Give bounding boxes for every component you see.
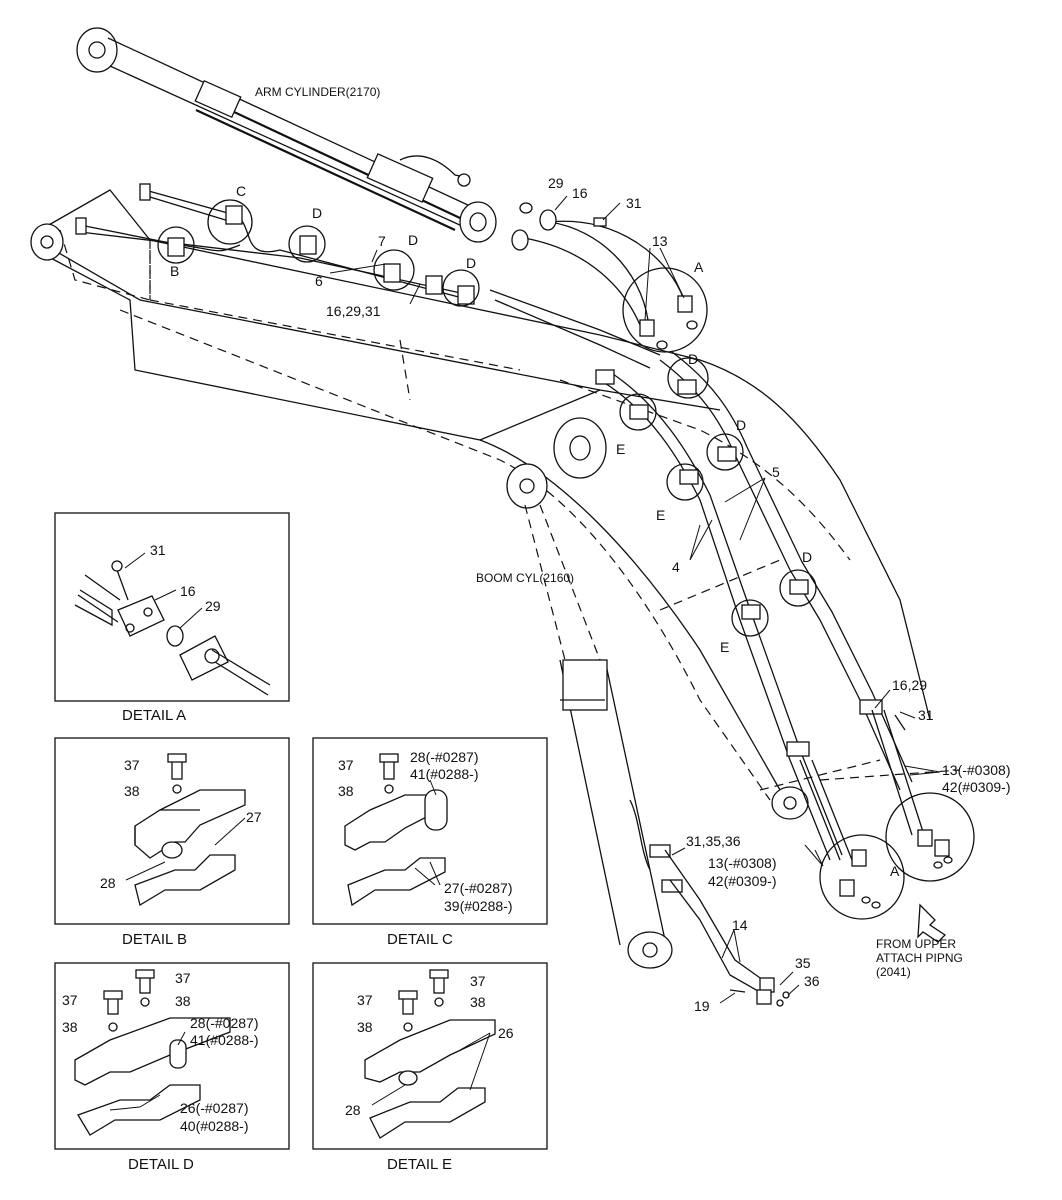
detail-b-28: 28 <box>100 875 116 891</box>
detail-b-panel: 37 38 27 28 <box>54 737 290 925</box>
leader-lines <box>329 195 941 1004</box>
hoses-top <box>511 202 698 350</box>
detail-a-caption: DETAIL A <box>122 707 186 724</box>
part-35: 35 <box>795 955 811 971</box>
part-7: 7 <box>378 233 386 249</box>
part-31-35-36: 31,35,36 <box>686 833 741 849</box>
from-upper-label-3: (2041) <box>876 965 911 979</box>
arm-cylinder <box>76 27 497 243</box>
part-16-29-31: 16,29,31 <box>326 303 381 319</box>
detail-ref-circles <box>157 199 975 920</box>
ref-d-6: D <box>802 549 812 565</box>
detail-c-caption: DETAIL C <box>387 931 453 948</box>
part-14: 14 <box>732 917 748 933</box>
part-31-right: 31 <box>918 707 934 723</box>
detail-e-caption: DETAIL E <box>387 1156 452 1173</box>
ref-d-1: D <box>312 205 322 221</box>
detail-b-38: 38 <box>124 783 140 799</box>
detail-c-28: 28(-#0287) <box>410 749 479 765</box>
detail-c-panel: 37 38 28(-#0287) 41(#0288-) 27(-#0287) 3… <box>312 737 548 925</box>
detail-d-37b: 37 <box>62 992 78 1008</box>
ref-a-top: A <box>694 259 704 275</box>
arm-cylinder-label: ARM CYLINDER(2170) <box>255 85 380 99</box>
detail-d-37a: 37 <box>175 970 191 986</box>
hose-14 <box>664 849 790 1007</box>
ref-d-2: D <box>408 232 418 248</box>
from-upper-label-1: FROM UPPER <box>876 937 956 951</box>
detail-c-37: 37 <box>338 757 354 773</box>
arm-pipes <box>75 183 475 305</box>
detail-e-37b: 37 <box>357 992 373 1008</box>
detail-a-16: 16 <box>180 583 196 599</box>
detail-d-caption: DETAIL D <box>128 1156 194 1173</box>
part-13-right-b: 13(-#0308) <box>708 855 777 871</box>
part-6: 6 <box>315 273 323 289</box>
detail-c-39: 39(#0288-) <box>444 898 513 914</box>
part-13-right-a: 13(-#0308) <box>942 762 1011 778</box>
part-42-right-a: 42(#0309-) <box>942 779 1011 795</box>
detail-b-caption: DETAIL B <box>122 931 187 948</box>
part-31-top: 31 <box>626 195 642 211</box>
detail-d-41: 41(#0288-) <box>190 1032 259 1048</box>
detail-a-31: 31 <box>150 542 166 558</box>
detail-d-28: 28(-#0287) <box>190 1015 259 1031</box>
from-upper-arrow <box>917 903 947 943</box>
part-42-right-b: 42(#0309-) <box>708 873 777 889</box>
detail-e-38a: 38 <box>470 994 486 1010</box>
part-36: 36 <box>804 973 820 989</box>
part-29-top: 29 <box>548 175 564 191</box>
detail-c-38: 38 <box>338 783 354 799</box>
part-5: 5 <box>772 464 780 480</box>
detail-e-26: 26 <box>498 1025 514 1041</box>
ref-e-2: E <box>656 507 665 523</box>
ref-d-5: D <box>736 417 746 433</box>
detail-e-37a: 37 <box>470 973 486 989</box>
detail-a-panel: 31 16 29 <box>54 512 290 702</box>
boom-cyl-label: BOOM CYL(2160) <box>476 571 574 585</box>
detail-b-27: 27 <box>246 809 262 825</box>
detail-e-28: 28 <box>345 1102 361 1118</box>
detail-a-29: 29 <box>205 598 221 614</box>
from-upper-label-2: ATTACH PIPNG <box>876 951 963 965</box>
detail-e-38b: 38 <box>357 1019 373 1035</box>
detail-c-41: 41(#0288-) <box>410 766 479 782</box>
part-16-top: 16 <box>572 185 588 201</box>
detail-c-27: 27(-#0287) <box>444 880 513 896</box>
detail-d-40: 40(#0288-) <box>180 1118 249 1134</box>
detail-d-panel: 37 37 38 38 28(-#0287) 41(#0288-) 26(-#0… <box>54 962 290 1150</box>
boom-pipes <box>489 289 913 861</box>
ref-e-3: E <box>720 639 729 655</box>
ref-a-bottom: A <box>890 863 900 879</box>
part-19: 19 <box>694 998 710 1014</box>
part-16-29: 16,29 <box>892 677 927 693</box>
detail-d-38a: 38 <box>175 993 191 1009</box>
detail-d-26: 26(-#0287) <box>180 1100 249 1116</box>
ref-d-4: D <box>688 351 698 367</box>
ref-d-3: D <box>466 255 476 271</box>
ref-e-1: E <box>616 441 625 457</box>
boom-cylinder <box>506 417 683 969</box>
ref-b: B <box>170 263 179 279</box>
part-13-top: 13 <box>652 233 668 249</box>
boom-body <box>30 189 961 820</box>
ref-c: C <box>236 183 246 199</box>
hoses-lower <box>799 709 953 909</box>
detail-e-panel: 37 37 38 38 26 28 <box>312 962 548 1150</box>
detail-d-38b: 38 <box>62 1019 78 1035</box>
part-4: 4 <box>672 559 680 575</box>
detail-b-37: 37 <box>124 757 140 773</box>
